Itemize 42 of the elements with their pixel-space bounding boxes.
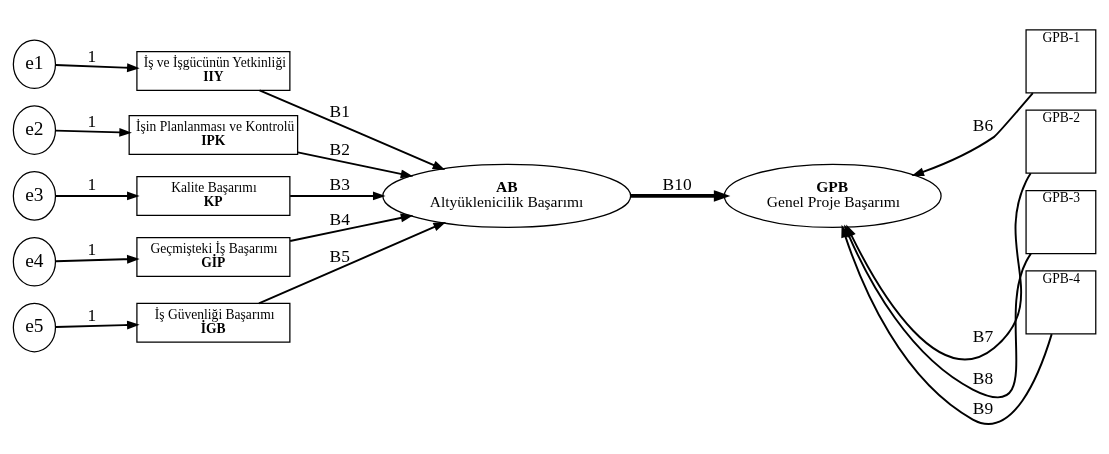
node-box: İş ve İşgücünün Yetkinliği IIY	[136, 51, 291, 91]
edge-label: B9	[972, 398, 994, 419]
arrow	[54, 191, 140, 201]
arrow	[911, 92, 1034, 176]
edge-label: B2	[329, 138, 350, 159]
node-box: Kalite Başarımı KP	[136, 175, 291, 216]
arrow	[289, 213, 414, 242]
edge-label: B7	[972, 326, 994, 347]
arrow	[54, 320, 140, 330]
node-box: Geçmişteki İş Başarımı GİP	[136, 236, 291, 277]
node-ellipse: e1	[12, 39, 57, 90]
edge-label: B10	[662, 174, 692, 195]
arrow	[630, 190, 731, 202]
node-box: İş Güvenliği Başarımı İGB	[136, 302, 291, 343]
edge-label: B3	[329, 174, 350, 195]
arrow	[296, 151, 414, 179]
edge-label: 1	[87, 174, 97, 195]
edge-label: 1	[87, 110, 97, 131]
edge-label: 1	[87, 239, 97, 260]
node-ellipse: e3	[12, 171, 57, 221]
edge-label: B5	[329, 246, 350, 267]
arrow	[289, 191, 386, 201]
arrow	[54, 254, 140, 264]
arrow	[54, 127, 132, 137]
node-box: İşin Planlanması ve Kontrolü IPK	[128, 114, 299, 155]
edge-label: B4	[329, 209, 350, 230]
edge-label: B8	[972, 368, 994, 389]
node-box: GPB-3	[1025, 189, 1097, 255]
arrow	[258, 89, 446, 170]
node-box: GPB-4	[1025, 270, 1097, 335]
edge-label: 1	[87, 45, 97, 66]
edge-label: B6	[972, 115, 994, 136]
node-ellipse: e4	[12, 236, 57, 287]
edge-label: B1	[329, 100, 350, 121]
arrow	[257, 221, 447, 305]
node-ellipse: e5	[12, 302, 57, 353]
node-box: GPB-2	[1025, 109, 1097, 174]
node-box: GPB-1	[1025, 29, 1097, 94]
node-ellipse: e2	[12, 105, 57, 155]
edge-label: 1	[87, 305, 97, 326]
arrow	[54, 63, 140, 73]
node-ellipse: GPB Genel Proje Başarımı	[723, 163, 942, 229]
